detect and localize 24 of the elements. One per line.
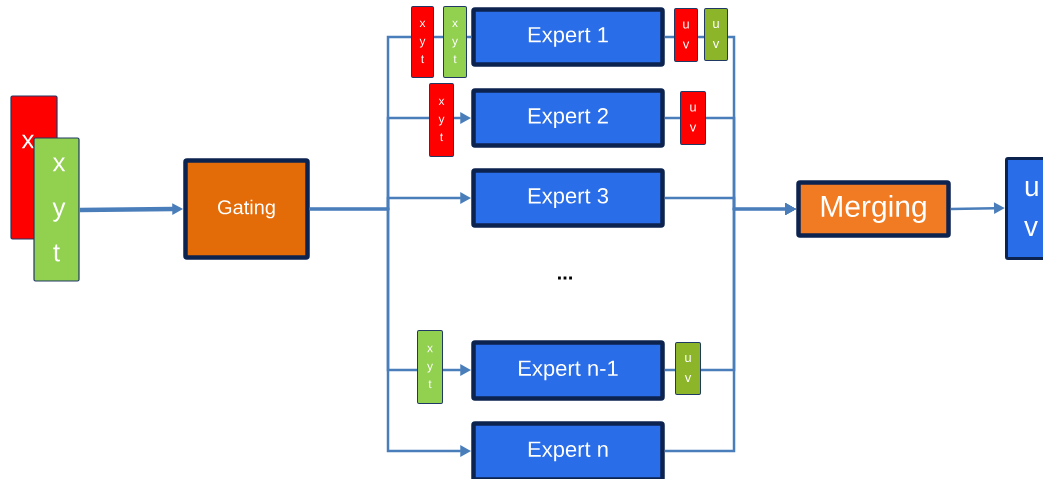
data-tag: x y t (417, 330, 443, 404)
connector-line (434, 35, 443, 39)
connector-line (698, 35, 704, 39)
connector-line (664, 35, 674, 39)
connector-line (467, 35, 472, 39)
connector-line (664, 116, 680, 120)
data-tag: u v (680, 91, 706, 145)
data-card: x y t (33, 137, 80, 282)
output-box: u v (1005, 157, 1043, 260)
process-box: Merging (796, 180, 951, 238)
data-tag: x y t (443, 6, 467, 78)
data-tag: u v (704, 8, 728, 61)
expert-box: Expert 2 (471, 88, 665, 148)
expert-box: Expert n-1 (471, 340, 665, 401)
expert-box: Expert 1 (471, 7, 665, 67)
data-tag: u v (675, 342, 701, 395)
expert-box: Expert 3 (471, 168, 665, 228)
ellipsis: ... (558, 276, 572, 280)
data-tag: x y t (429, 83, 454, 157)
connector-line (664, 368, 675, 372)
process-box: Gating (183, 158, 310, 260)
data-tag: u v (674, 8, 698, 62)
expert-box: Expert n (471, 421, 665, 479)
data-tag: x y t (411, 6, 434, 78)
